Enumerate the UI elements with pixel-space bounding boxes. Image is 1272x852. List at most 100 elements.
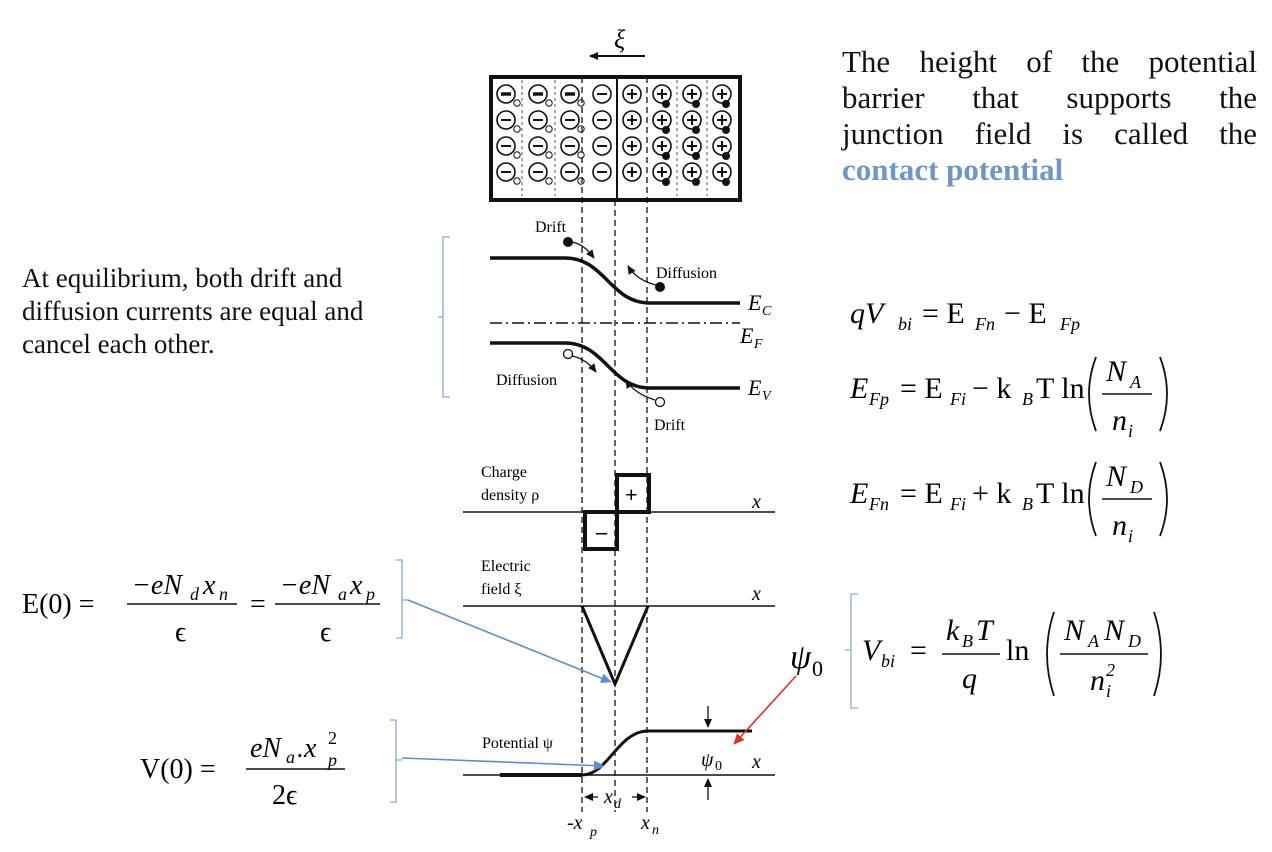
depletion-guides bbox=[581, 77, 648, 812]
field-x-label: x bbox=[751, 583, 761, 605]
svg-text:V(0) =: V(0) = bbox=[140, 754, 216, 785]
equation-v0: V(0) = eN a .x 2 p 2ϵ bbox=[140, 728, 345, 811]
hole bbox=[513, 177, 521, 185]
svg-text:n: n bbox=[219, 584, 228, 604]
svg-text:0: 0 bbox=[715, 759, 722, 774]
electron bbox=[722, 152, 730, 160]
equilibrium-line-2: diffusion currents are equal and bbox=[22, 296, 364, 326]
svg-text:eN: eN bbox=[250, 733, 282, 764]
svg-text:2: 2 bbox=[328, 728, 337, 748]
equation-qvbi: qV bi = E Fn − E Fp bbox=[850, 297, 1080, 334]
negative-sign: – bbox=[595, 519, 608, 544]
svg-text:n: n bbox=[1112, 404, 1127, 437]
note-line-3: junction field is called the bbox=[842, 116, 1257, 151]
diffusion-electron bbox=[655, 282, 665, 292]
contact-potential-term: contact potential bbox=[842, 152, 1064, 187]
hole bbox=[513, 151, 521, 159]
svg-text:+ k: + k bbox=[972, 477, 1011, 510]
electron bbox=[692, 178, 700, 186]
svg-text:E: E bbox=[849, 477, 868, 510]
svg-text:− E: − E bbox=[1004, 297, 1047, 330]
xp-label: -x p bbox=[567, 812, 597, 840]
svg-text:i: i bbox=[1106, 681, 1111, 701]
svg-text:-x: -x bbox=[567, 812, 583, 834]
svg-text:D: D bbox=[1127, 631, 1141, 651]
drift-hole bbox=[654, 396, 666, 408]
svg-text:B: B bbox=[1022, 389, 1033, 409]
svg-text:0: 0 bbox=[812, 656, 823, 681]
band-brace bbox=[438, 236, 450, 398]
svg-text:Fp: Fp bbox=[868, 389, 889, 409]
equation-e0: E(0) = −eN d x n ϵ = −eN a x p ϵ bbox=[22, 570, 380, 648]
svg-text:V: V bbox=[862, 634, 884, 667]
svg-text:T: T bbox=[976, 614, 995, 647]
electron bbox=[722, 126, 730, 134]
svg-text:Fi: Fi bbox=[949, 494, 966, 514]
hole bbox=[577, 99, 585, 107]
ion-grid bbox=[496, 84, 732, 186]
svg-text:a: a bbox=[338, 584, 347, 604]
electron bbox=[722, 100, 730, 108]
equilibrium-line-3: cancel each other. bbox=[22, 329, 215, 359]
field-label-2: field ξ bbox=[481, 581, 521, 598]
svg-text:A: A bbox=[1129, 372, 1142, 392]
hole bbox=[577, 151, 585, 159]
svg-text:N: N bbox=[1063, 614, 1086, 647]
positive-charge-block bbox=[615, 473, 651, 514]
field-direction-arrow: ξ bbox=[589, 25, 645, 60]
potential-profile bbox=[581, 729, 752, 777]
v0-brace bbox=[390, 719, 402, 803]
field-label-1: Electric bbox=[481, 558, 531, 575]
svg-text:E: E bbox=[747, 375, 762, 400]
electron bbox=[662, 126, 670, 134]
svg-text:T ln: T ln bbox=[1036, 477, 1085, 510]
svg-text:= E: = E bbox=[900, 477, 943, 510]
svg-text:i: i bbox=[1128, 526, 1133, 546]
psi0-label: ψ 0 bbox=[701, 749, 722, 774]
negative-charge-block bbox=[583, 510, 619, 551]
svg-text:n: n bbox=[652, 823, 659, 838]
svg-text:−eN: −eN bbox=[132, 570, 183, 601]
e0-pointer-arrow bbox=[407, 599, 612, 683]
e0-brace bbox=[396, 559, 408, 639]
equation-efp: E Fp = E Fi − k B T ln N A n i bbox=[849, 355, 1168, 441]
field-profile bbox=[580, 605, 650, 688]
svg-text:E: E bbox=[739, 323, 754, 348]
ef-label: E F bbox=[739, 323, 763, 352]
svg-text:E: E bbox=[849, 372, 868, 405]
electron bbox=[722, 178, 730, 186]
svg-text:E(0) =: E(0) = bbox=[22, 589, 95, 620]
vbi-brace bbox=[845, 593, 858, 709]
svg-text:ϵ: ϵ bbox=[175, 617, 186, 648]
equation-vbi: V bi = k B T q ln N A N D n 2 i bbox=[862, 611, 1162, 701]
svg-text:p: p bbox=[589, 825, 597, 840]
electron bbox=[692, 126, 700, 134]
ec-label: E C bbox=[747, 290, 772, 319]
svg-text:bi: bi bbox=[898, 314, 912, 334]
region-dividers bbox=[521, 80, 708, 196]
field-arrow-label: ξ bbox=[614, 25, 626, 54]
psi0-callout: ψ 0 bbox=[790, 639, 823, 681]
svg-text:ϵ: ϵ bbox=[320, 617, 331, 648]
equilibrium-line-1: At equilibrium, both drift and bbox=[22, 263, 343, 293]
electron bbox=[662, 152, 670, 160]
hole bbox=[545, 125, 553, 133]
svg-text:n: n bbox=[1090, 664, 1105, 697]
diffusion-bottom-label: Diffusion bbox=[496, 372, 557, 389]
svg-text:−eN: −eN bbox=[280, 570, 331, 601]
svg-text:ψ: ψ bbox=[701, 749, 714, 771]
svg-text:Fi: Fi bbox=[949, 389, 966, 409]
svg-text:T ln: T ln bbox=[1036, 372, 1085, 405]
psi0-pointer-arrow bbox=[733, 675, 797, 745]
svg-text:= E: = E bbox=[900, 372, 943, 405]
svg-text:x: x bbox=[640, 812, 650, 834]
band-diagram bbox=[490, 256, 740, 390]
svg-text:= E: = E bbox=[922, 297, 965, 330]
svg-text:B: B bbox=[962, 631, 973, 651]
potential-label: Potential ψ bbox=[482, 735, 553, 752]
svg-text:p: p bbox=[364, 584, 375, 604]
svg-text:a: a bbox=[286, 747, 295, 767]
drift-top-label: Drift bbox=[535, 219, 567, 236]
ev-label: E V bbox=[747, 375, 772, 404]
